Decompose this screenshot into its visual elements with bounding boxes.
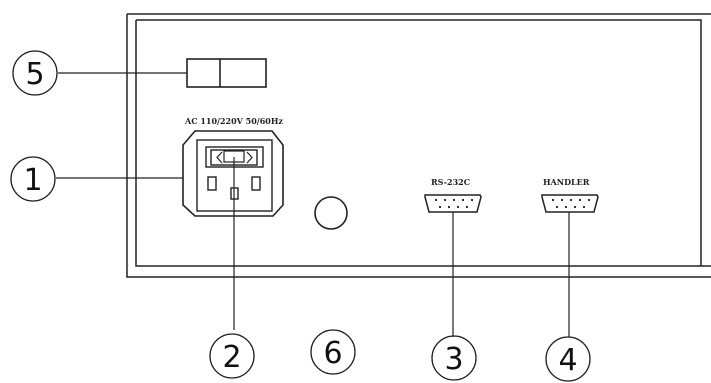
- voltage-selector-switch: [186, 58, 267, 88]
- power-inlet: [182, 130, 284, 217]
- ground-terminal: [314, 196, 348, 230]
- handler-port: [541, 194, 599, 213]
- svg-text:1: 1: [23, 163, 42, 198]
- handler-label: HANDLER: [543, 177, 590, 187]
- svg-text:6: 6: [323, 336, 342, 371]
- svg-text:2: 2: [222, 340, 241, 375]
- callout-2: 2: [209, 333, 255, 379]
- rear-panel-frame: [126, 13, 711, 278]
- rs232-port: [424, 194, 482, 213]
- svg-text:4: 4: [558, 343, 577, 378]
- callout-4: 4: [545, 336, 591, 382]
- callout-5: 5: [12, 50, 58, 96]
- power-rating-label: AC 110/220V 50/60Hz: [184, 116, 283, 126]
- rs232-label: RS-232C: [431, 177, 470, 187]
- callout-3: 3: [431, 335, 477, 381]
- svg-text:3: 3: [444, 342, 463, 377]
- callout-6: 6: [310, 329, 356, 375]
- callout-1: 1: [10, 156, 56, 202]
- svg-text:5: 5: [25, 57, 44, 92]
